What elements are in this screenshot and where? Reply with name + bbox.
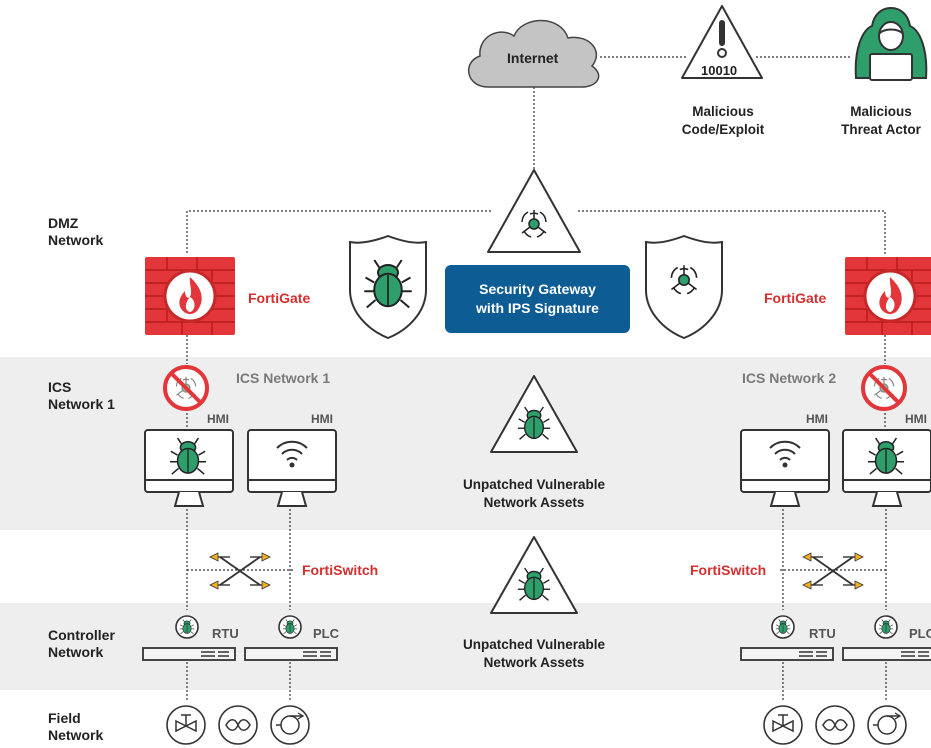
plc-bug-icon-left [279,616,301,638]
hmi-label-3: HMI [806,412,828,426]
fortiswitch-icon-left [209,552,271,590]
rtu-device-right [740,647,834,661]
hmi-monitor-infected-left [144,429,234,507]
blocked-biohazard-icon-right [863,367,905,409]
vulnerable-bug-triangle-icon-2 [490,536,578,614]
plc-device-left [244,647,338,661]
valve-icon-right [763,705,803,745]
fan-icon-left [218,705,258,745]
plc-label-right: PLC [909,626,931,641]
fortigate-label-right: FortiGate [764,290,827,306]
hmi-monitor-wireless-right [740,429,830,507]
hmi-monitor-infected-right [842,429,931,507]
rtu-device-left [142,647,236,661]
controller-network-label: Controller Network [48,627,115,660]
field-network-label: Field Network [48,710,104,743]
dmz-network-label: DMZ Network [48,215,104,248]
warning-binary-icon [681,5,763,79]
fortiswitch-label-left: FortiSwitch [302,562,379,578]
fan-icon-right [815,705,855,745]
pump-icon-left [270,705,310,745]
malicious-code-label: Malicious Code/Exploit [681,104,765,137]
hooded-hacker-icon [854,6,928,81]
hmi-label-2: HMI [311,412,333,426]
connection-lines [186,56,887,702]
ics-network-2-label: ICS Network 2 [742,370,837,386]
malicious-actor-label: Malicious Threat Actor [841,104,921,137]
hmi-label-4: HMI [905,412,927,426]
plc-bug-icon-right [875,616,897,638]
ics-network-label: ICS Network 1 [48,379,115,412]
ics-network-1-label: ICS Network 1 [236,370,331,386]
ips-biohazard-triangle-icon [487,169,581,253]
rtu-label-left: RTU [212,626,239,641]
biohazard-shield-icon [645,234,723,340]
plc-device-right [842,647,931,661]
controller-network-band [0,603,931,690]
bug-shield-icon [349,234,427,340]
rtu-bug-icon-left [176,616,198,638]
rtu-bug-icon-right [772,616,794,638]
fortigate-firewall-icon-left [143,255,237,337]
vulnerable-assets-label-2: Unpatched Vulnerable Network Assets [462,637,606,670]
hmi-monitor-wireless-left [247,429,337,507]
hmi-label-1: HMI [207,412,229,426]
security-gateway-box: Security Gateway with IPS Signature [445,265,630,333]
vulnerable-bug-triangle-icon-1 [490,375,578,453]
binary-code-label: 10010 [701,63,738,78]
fortiswitch-icon-right [802,552,864,590]
vulnerable-assets-label-1: Unpatched Vulnerable Network Assets [462,477,606,510]
valve-icon-left [166,705,206,745]
pump-icon-right [867,705,907,745]
rtu-label-right: RTU [809,626,836,641]
blocked-biohazard-icon-left [165,367,207,409]
plc-label-left: PLC [313,626,339,641]
fortiswitch-label-right: FortiSwitch [690,562,767,578]
internet-cloud-icon [467,19,600,88]
internet-label: Internet [507,50,559,66]
fortigate-firewall-icon-right [843,255,931,337]
fortigate-label-left: FortiGate [248,290,311,306]
